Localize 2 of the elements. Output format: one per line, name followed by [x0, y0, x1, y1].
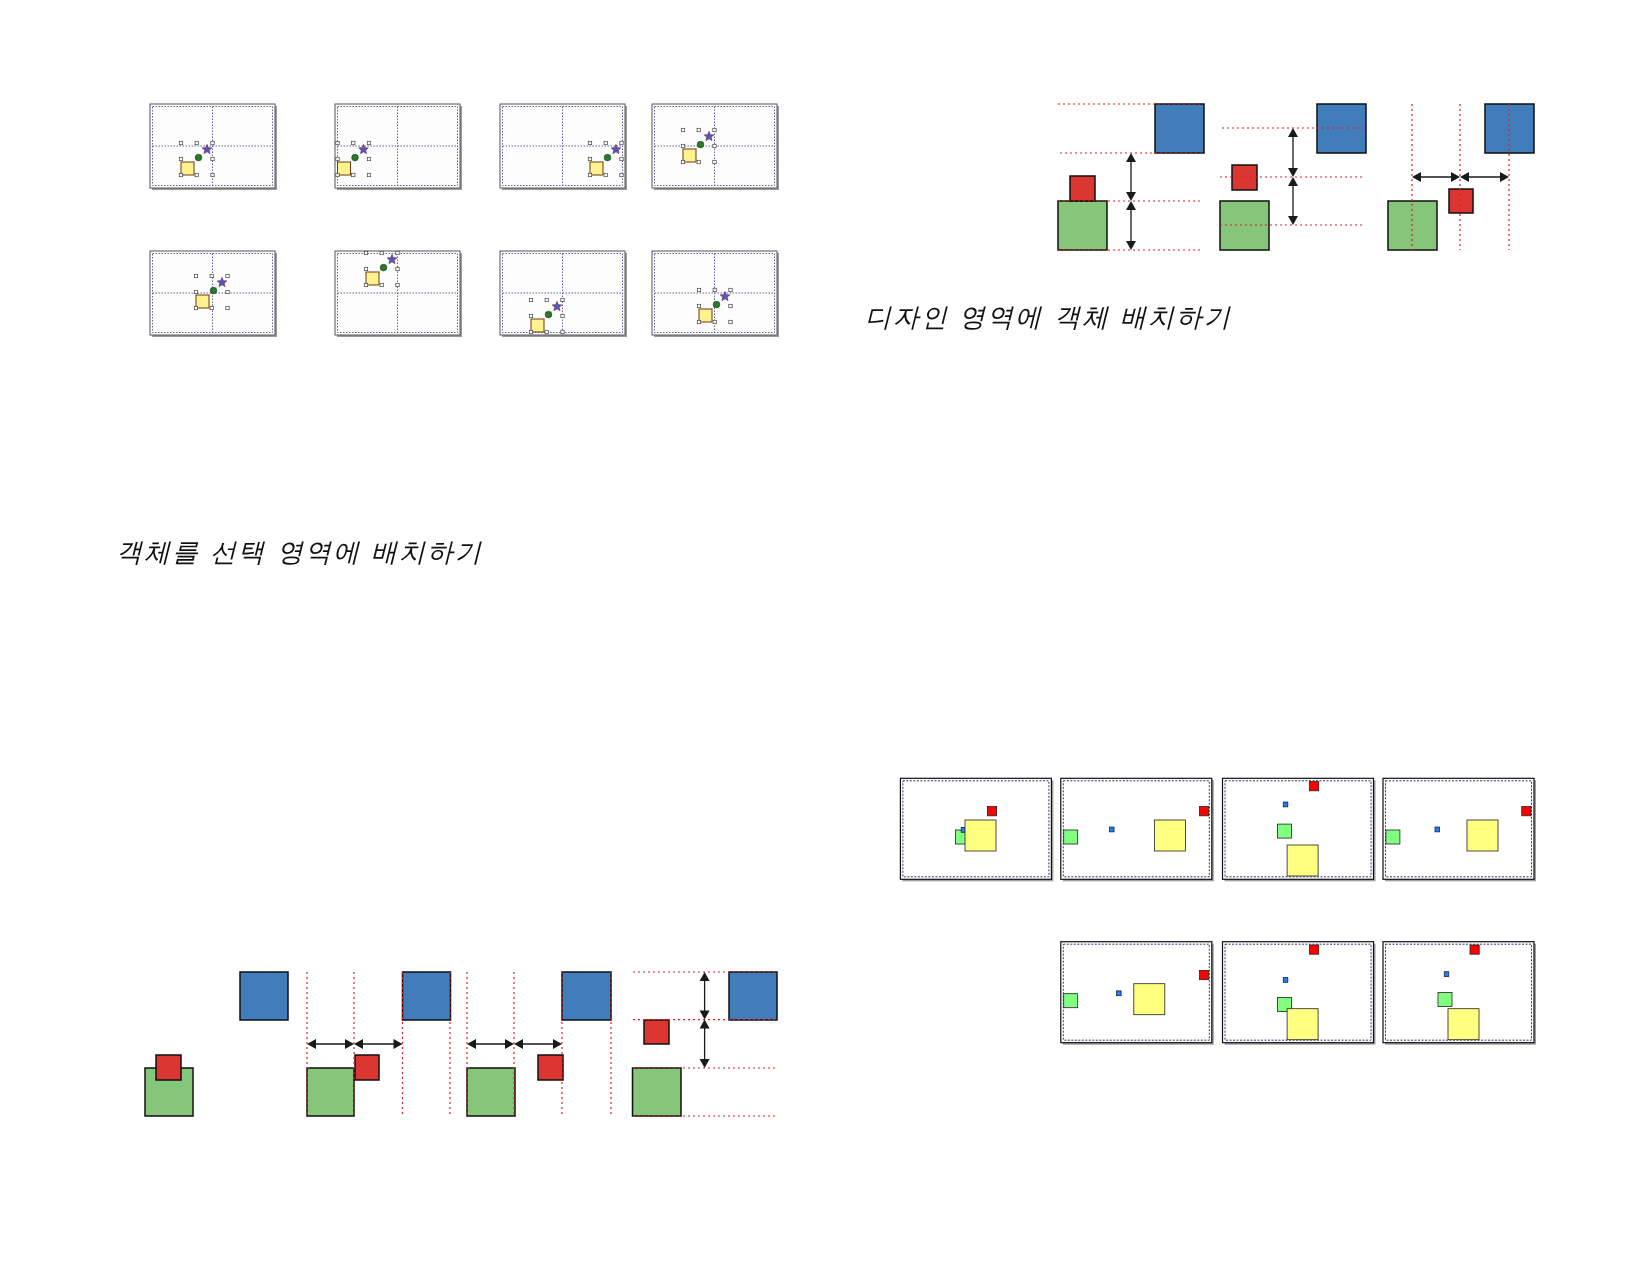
figure-caption: 객체를 선택 영역에 배치하기 [116, 537, 483, 569]
figure-caption: 디자인 영역에 객체 배치하기 [865, 302, 1232, 334]
